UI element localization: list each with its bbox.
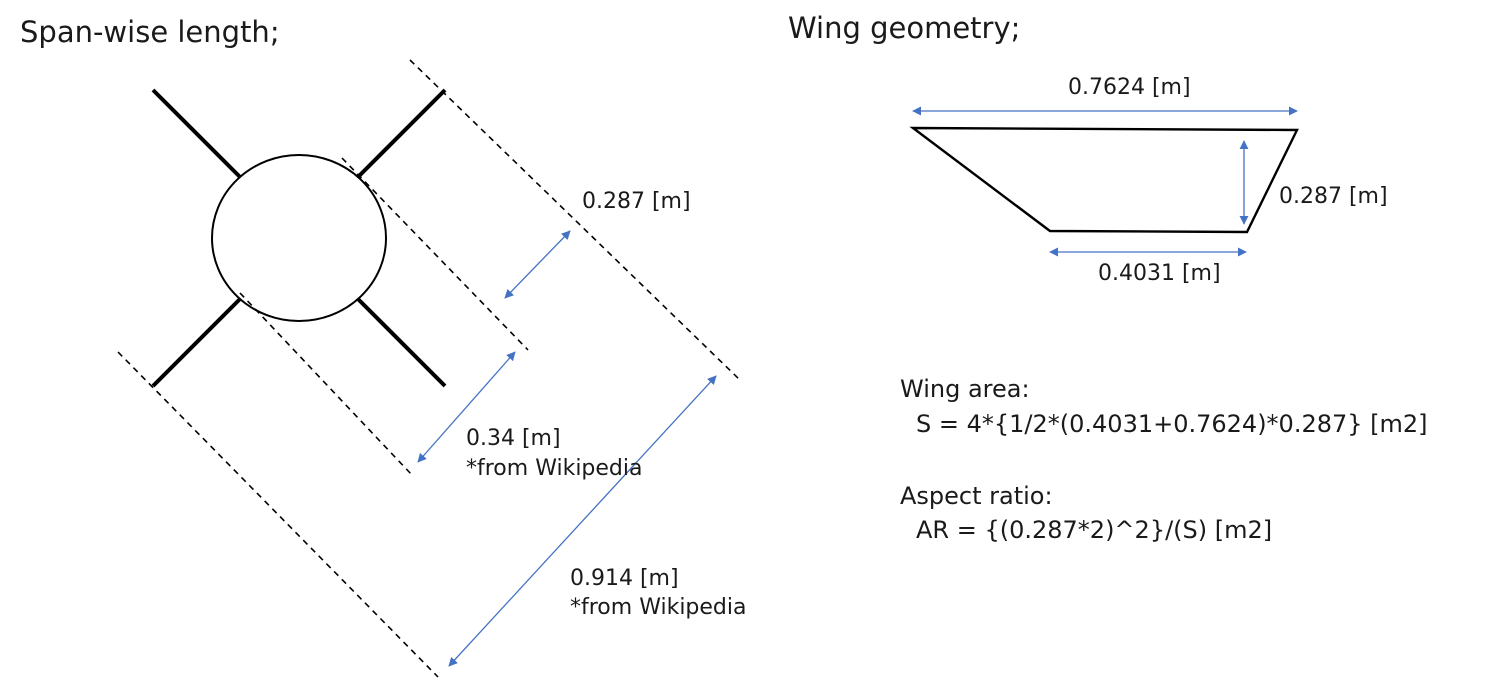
extension-line-fin-tip-left bbox=[117, 351, 439, 678]
fin-upper-left bbox=[151, 88, 242, 179]
wing-dimension-arrows bbox=[912, 106, 1298, 257]
total-span-arrow bbox=[448, 375, 717, 667]
rocket-cross-section bbox=[151, 88, 447, 388]
extension-line-body-right bbox=[341, 157, 529, 351]
wing-area-formula: S = 4*{1/2*(0.4031+0.7624)*0.287} [m2] bbox=[916, 410, 1428, 438]
fuselage-circle bbox=[211, 154, 387, 322]
wing-planform bbox=[909, 126, 1299, 234]
fin-span-label: 0.287 [m] bbox=[582, 189, 691, 214]
extension-line-body-left bbox=[239, 292, 413, 476]
total-span-note: *from Wikipedia bbox=[570, 595, 746, 620]
fin-span-arrow bbox=[504, 230, 571, 299]
extension-line-fin-tip bbox=[409, 59, 741, 381]
fin-lower-left bbox=[151, 297, 242, 388]
body-diameter-note: *from Wikipedia bbox=[466, 456, 642, 481]
tip-chord-label: 0.4031 [m] bbox=[1098, 261, 1221, 286]
wing-span-label: 0.287 [m] bbox=[1279, 184, 1388, 209]
fin-upper-right bbox=[356, 88, 447, 179]
wing-area-heading: Wing area: bbox=[900, 375, 1030, 403]
aspect-ratio-heading: Aspect ratio: bbox=[900, 482, 1053, 510]
fin-lower-right bbox=[356, 297, 447, 388]
total-span-label: 0.914 [m] bbox=[570, 566, 679, 591]
root-chord-label: 0.7624 [m] bbox=[1068, 75, 1191, 100]
span-panel-title: Span-wise length; bbox=[20, 15, 280, 49]
extension-lines bbox=[117, 59, 741, 678]
body-diameter-label: 0.34 [m] bbox=[466, 426, 561, 451]
span-dimension-arrows bbox=[417, 230, 717, 667]
aspect-ratio-formula: AR = {(0.287*2)^2}/(S) [m2] bbox=[916, 516, 1272, 544]
wing-panel-title: Wing geometry; bbox=[788, 11, 1020, 45]
